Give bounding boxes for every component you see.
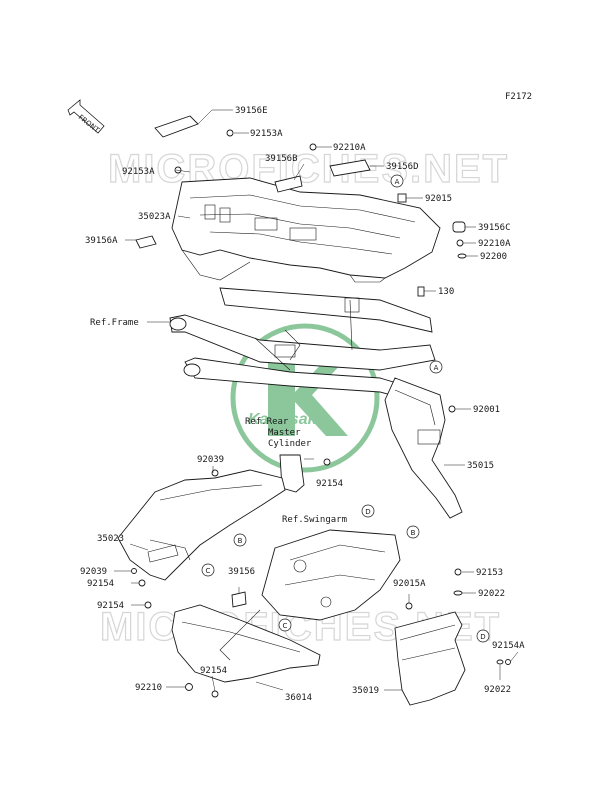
washer-92200-icon (457, 253, 467, 259)
figure-code: F2172 (505, 92, 532, 102)
rear-master-cylinder-bracket (279, 454, 331, 493)
ref-circle-C2: C (278, 618, 292, 632)
bolt-92153A-top-icon (226, 129, 234, 137)
label-39156D: 39156D (386, 162, 419, 172)
front-arrow-icon: FRONT (67, 99, 105, 135)
svg-text:A: A (395, 178, 400, 186)
bolt-92153A-left-icon (174, 166, 182, 174)
label-92039-left: 92039 (80, 567, 107, 577)
label-92154A: 92154A (492, 641, 525, 651)
bolt-92154-a-icon (138, 579, 146, 587)
label-ref-frame: Ref.Frame (90, 318, 139, 328)
label-39156C: 39156C (478, 223, 511, 233)
part-35023A-tray (171, 177, 441, 283)
label-92154-a: 92154 (87, 579, 114, 589)
ref-circle-D1: D (361, 504, 375, 518)
nut-92210A-top-icon (309, 143, 317, 151)
grommet-92015-icon (397, 193, 407, 203)
part-36014-chain-guard (171, 604, 321, 683)
nut-92210-icon (185, 683, 193, 691)
frame-ref (169, 287, 436, 403)
svg-text:D: D (365, 508, 370, 516)
washer-92022-top-icon (453, 590, 463, 596)
label-92001: 92001 (473, 405, 500, 415)
label-92210A-right: 92210A (478, 239, 511, 249)
bolt-92154-mid-icon (323, 458, 331, 466)
svg-text:B: B (238, 537, 243, 545)
label-130: 130 (438, 287, 454, 297)
bolt-92039-top-icon (211, 469, 219, 477)
watermark-top: MICROFICHES.NET (108, 147, 509, 191)
label-92022-bottom: 92022 (484, 685, 511, 695)
leader-lines (114, 109, 519, 692)
bolt-92154A-icon (505, 659, 511, 665)
part-labels: 39156E 92153A 92153A 92210A 39156B 39156… (80, 106, 525, 703)
part-35023-cover (117, 469, 286, 581)
part-39156D-pad (329, 159, 371, 177)
washer-92022-bottom-icon (496, 659, 504, 665)
label-92210: 92210 (135, 683, 162, 693)
label-92022-top: 92022 (478, 589, 505, 599)
svg-text:A: A (434, 364, 439, 372)
part-39156-pad (231, 591, 247, 608)
label-92154-b: 92154 (97, 601, 124, 611)
label-92153A-left: 92153A (122, 167, 155, 177)
label-92039-top: 92039 (197, 455, 224, 465)
bolt-130-icon (417, 286, 425, 297)
label-39156A: 39156A (85, 236, 118, 246)
ref-circle-A1: A (390, 174, 404, 188)
bolt-92154-b-icon (144, 601, 152, 609)
bolt-92153-icon (454, 568, 462, 576)
svg-text:C: C (283, 622, 288, 630)
part-39156E-pad (154, 115, 199, 138)
svg-text:D: D (480, 633, 485, 641)
part-35019-mudguard (394, 611, 466, 706)
label-39156E: 39156E (235, 106, 268, 116)
label-92015: 92015 (425, 194, 452, 204)
label-35015: 35015 (467, 461, 494, 471)
label-ref-rear-2: Master (268, 428, 301, 438)
ref-circle-A2: A (429, 360, 443, 374)
label-92015A: 92015A (393, 579, 426, 589)
bolt-92039-left-icon (131, 568, 137, 574)
nut-92210A-right-icon (456, 239, 464, 247)
label-ref-rear-1: Ref.Rear (245, 417, 289, 427)
logo-text: Kawasaki (248, 411, 321, 428)
label-36014: 36014 (285, 693, 312, 703)
label-39156: 39156 (228, 567, 255, 577)
part-39156B-pad (274, 175, 303, 193)
label-35019: 35019 (352, 686, 379, 696)
label-92154-mid: 92154 (316, 479, 343, 489)
label-ref-swingarm: Ref.Swingarm (282, 515, 347, 525)
label-35023A: 35023A (138, 212, 171, 222)
label-92153A-top: 92153A (250, 129, 283, 139)
label-92210A-top: 92210A (333, 143, 366, 153)
svg-text:C: C (206, 567, 211, 575)
label-39156B: 39156B (265, 154, 298, 164)
swingarm-ref (219, 529, 401, 661)
svg-text:B: B (411, 529, 416, 537)
ref-circle-D2: D (476, 629, 490, 643)
part-35015-rear-fender (384, 377, 463, 519)
ref-circle-B2: B (406, 525, 420, 539)
bolt-92001-icon (448, 405, 456, 413)
damper-39156C-icon (452, 221, 466, 233)
bolt-92154-bottom-icon (211, 690, 219, 698)
grommet-92015A-icon (405, 602, 413, 610)
ref-circle-B1: B (233, 533, 247, 547)
ref-circle-C1: C (201, 563, 215, 577)
label-35023: 35023 (97, 534, 124, 544)
part-39156A-pad (135, 235, 157, 249)
label-ref-rear-3: Cylinder (268, 439, 312, 449)
label-92200: 92200 (480, 252, 507, 262)
label-92154-bottom: 92154 (200, 666, 227, 676)
label-92153: 92153 (476, 568, 503, 578)
